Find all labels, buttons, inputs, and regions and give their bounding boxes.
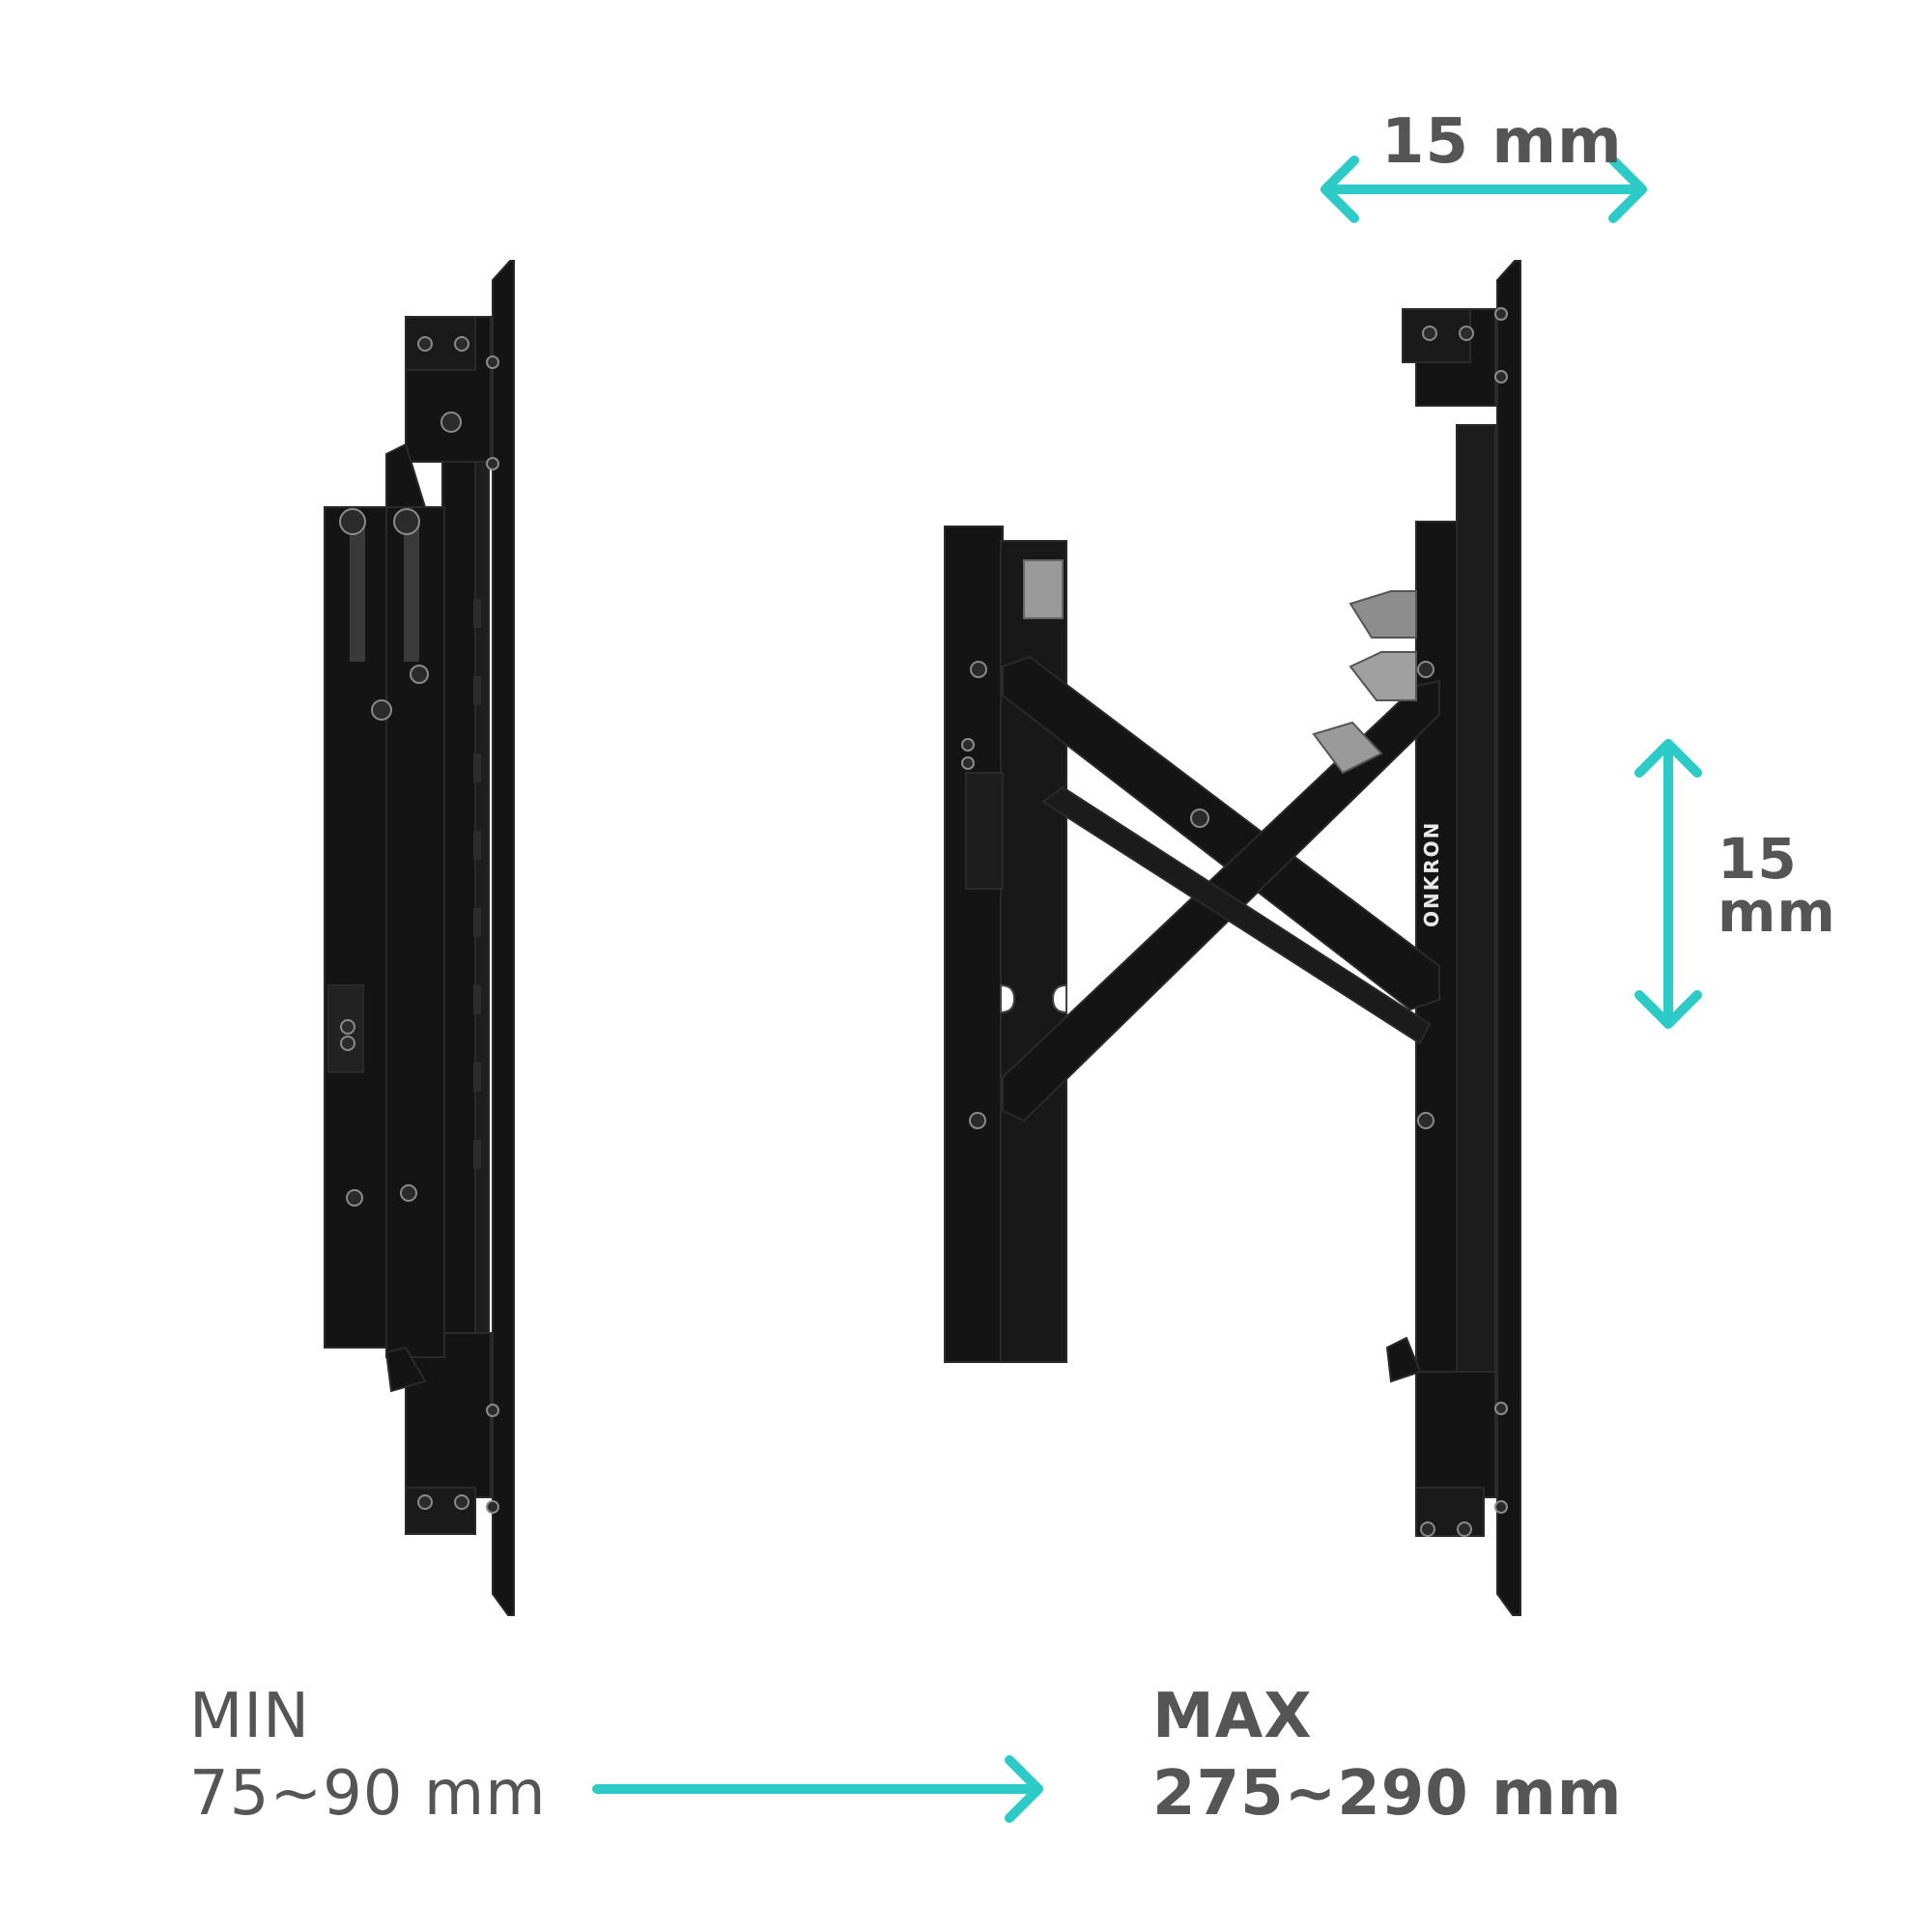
vertical-adjust-unit: mm xyxy=(1718,879,1836,946)
vertical-adjust-value: 15 xyxy=(1718,826,1798,892)
min-title: MIN xyxy=(189,1681,310,1752)
max-title: MAX xyxy=(1152,1681,1313,1752)
arrow-right-icon xyxy=(592,1755,1043,1823)
horizontal-adjust-label: 15 mm xyxy=(1381,106,1623,178)
double-arrow-horizontal-icon xyxy=(1320,156,1647,223)
bolts-extended xyxy=(961,307,1508,1537)
bolts-collapsed xyxy=(339,336,499,1514)
vertical-adjust-label: 15 mm xyxy=(1718,826,1836,946)
min-value: 75~90 mm xyxy=(189,1758,547,1830)
max-value: 275~290 mm xyxy=(1152,1758,1623,1830)
mount-collapsed xyxy=(324,260,515,1616)
double-arrow-vertical-icon xyxy=(1634,739,1702,1029)
